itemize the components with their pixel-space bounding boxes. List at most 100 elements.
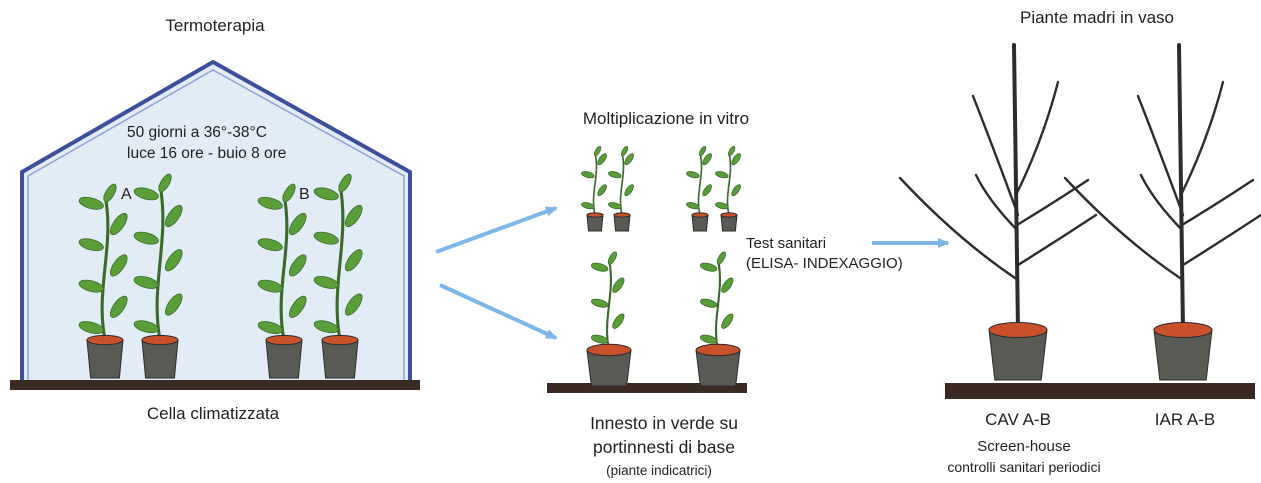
tests-line1: Test sanitari — [746, 235, 827, 252]
branch — [1015, 178, 1090, 227]
vitro-title: Moltiplicazione in vitro — [582, 109, 750, 128]
seedling-stem — [592, 152, 598, 216]
leaf — [282, 183, 296, 203]
greenhouse-caption: Cella climatizzata — [146, 404, 280, 423]
leaf — [78, 238, 104, 252]
leaf — [78, 321, 104, 334]
leaf — [338, 173, 352, 193]
mother-label-right: IAR A-B — [1154, 410, 1216, 429]
seedling-icon — [608, 145, 634, 232]
leaf — [313, 276, 339, 289]
seedling-icon — [257, 183, 307, 379]
pot-soil — [86, 334, 124, 346]
grafting-line1: Innesto in verde su — [590, 413, 738, 433]
branch — [898, 176, 1020, 282]
leaf — [133, 231, 159, 245]
seedling-stem — [100, 194, 110, 341]
leaf — [731, 184, 741, 197]
seedling-stem — [279, 194, 289, 341]
pot-soil — [691, 212, 709, 218]
group-b-label: B — [299, 186, 310, 203]
leaf — [699, 298, 718, 308]
pot-icon — [265, 339, 303, 379]
leaf — [344, 204, 363, 228]
leaf — [731, 153, 741, 166]
pot-soil — [720, 212, 738, 218]
seedling-stem — [619, 152, 625, 216]
pot-soil — [586, 343, 632, 357]
leaf — [612, 277, 625, 293]
branch — [971, 94, 1020, 217]
branch — [974, 173, 1019, 232]
tree-icon — [1063, 43, 1261, 381]
leaf — [257, 238, 283, 252]
tree-icon — [898, 43, 1261, 381]
leaf — [698, 145, 707, 157]
leaf — [590, 262, 609, 272]
leaf — [716, 251, 727, 265]
branch — [1179, 80, 1225, 197]
leaf — [133, 320, 159, 334]
grafting-line3: (piante indicatrici) — [606, 463, 712, 478]
leaf — [313, 231, 339, 245]
pot-soil — [141, 334, 179, 346]
greenhouse-plants — [78, 173, 363, 379]
seedling-icon — [715, 145, 741, 232]
leaf — [133, 276, 159, 289]
leaf — [597, 153, 607, 166]
group-a-label: A — [121, 186, 132, 203]
leaf — [164, 293, 183, 316]
branch — [1139, 173, 1184, 232]
leaf — [686, 202, 700, 210]
leaf — [597, 184, 607, 197]
leaf — [608, 171, 622, 179]
leaf — [257, 321, 283, 334]
tests-line2: (ELISA- INDEXAGGIO) — [746, 255, 903, 272]
seedling-icon — [686, 145, 712, 232]
branch — [1014, 80, 1060, 197]
leaf — [288, 212, 307, 236]
leaf — [109, 254, 128, 277]
grafted-plants — [586, 251, 741, 387]
pot-soil — [586, 212, 604, 218]
pot-soil — [321, 334, 359, 346]
pot-soil — [1153, 321, 1213, 339]
leaf — [158, 173, 172, 193]
seedling-stem — [155, 184, 165, 341]
leaf — [581, 171, 595, 179]
tree-icon — [898, 43, 1098, 381]
seedling-stem — [697, 152, 703, 216]
pot-soil — [265, 334, 303, 346]
leaf — [313, 320, 339, 334]
arrow-icon — [435, 206, 950, 340]
seedling-icon — [581, 145, 607, 232]
screenhouse-label: Screen-house — [977, 438, 1071, 455]
seedling-icon — [133, 173, 183, 379]
leaf — [288, 295, 307, 318]
pot-soil — [988, 321, 1048, 339]
leaf — [607, 251, 618, 265]
trunk — [1177, 43, 1185, 332]
leaf — [593, 145, 602, 157]
leaf — [620, 145, 629, 157]
leaf — [313, 187, 339, 201]
greenhouse-title: Termoterapia — [165, 16, 265, 35]
pot-icon — [141, 339, 179, 379]
leaf — [257, 196, 283, 210]
leaf — [612, 313, 625, 329]
leaf — [257, 279, 283, 293]
leaf — [164, 249, 183, 272]
leaf — [715, 171, 729, 179]
seedling-icon — [78, 183, 128, 379]
mother-ground-strip — [945, 383, 1255, 399]
leaf — [715, 202, 729, 210]
leaf — [164, 204, 183, 228]
controls-label: controlli sanitari periodici — [947, 459, 1101, 475]
leaf — [581, 202, 595, 210]
leaf — [624, 184, 634, 197]
branch — [1136, 94, 1185, 217]
leaf — [608, 202, 622, 210]
leaf — [288, 254, 307, 277]
